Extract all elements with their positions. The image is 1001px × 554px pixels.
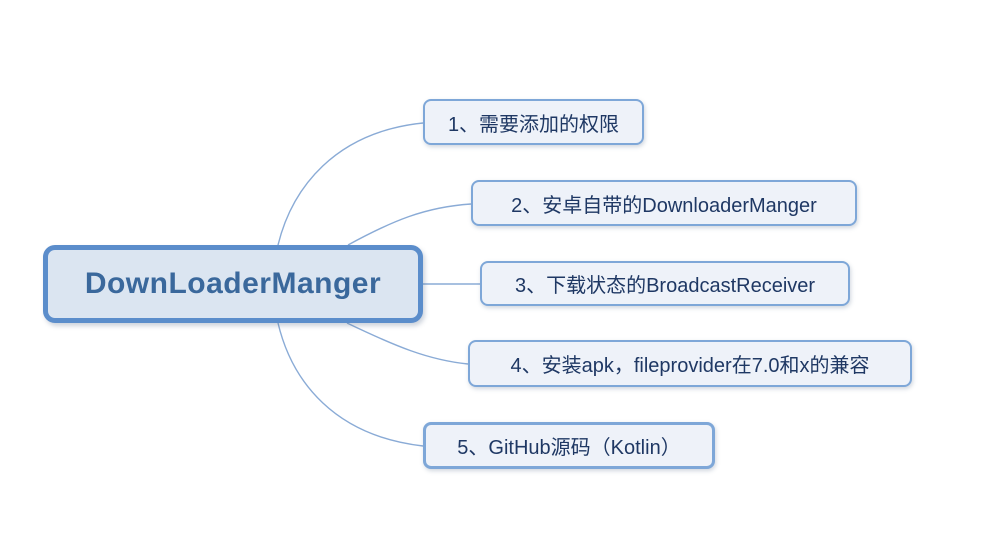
branch-node-label: 2、安卓自带的DownloaderManger	[511, 194, 817, 217]
connector-branch-1	[277, 122, 424, 246]
connector-branch-2	[347, 203, 472, 246]
branch-node-install-apk-fileprovider[interactable]: 4、安装apk，fileprovider在7.0和x的兼容	[468, 340, 912, 387]
branch-node-label: 4、安装apk，fileprovider在7.0和x的兼容	[510, 355, 870, 377]
branch-node-label: 3、下载状态的BroadcastReceiver	[514, 275, 816, 297]
branch-node-github-source[interactable]: 5、GitHub源码（Kotlin）	[423, 422, 715, 469]
branch-node-label: 1、需要添加的权限	[447, 113, 620, 136]
root-node-label: DownLoaderManger	[84, 267, 382, 300]
connector-branch-4	[346, 322, 469, 365]
root-node-downloadermanger[interactable]: DownLoaderManger	[43, 245, 423, 323]
branch-node-broadcastreceiver[interactable]: 3、下载状态的BroadcastReceiver	[480, 261, 850, 306]
branch-node-permissions[interactable]: 1、需要添加的权限	[423, 99, 644, 145]
connector-branch-5	[277, 322, 424, 447]
branch-node-label: 5、GitHub源码（Kotlin）	[457, 437, 681, 459]
branch-node-builtin-downloadermanger[interactable]: 2、安卓自带的DownloaderManger	[471, 180, 857, 226]
